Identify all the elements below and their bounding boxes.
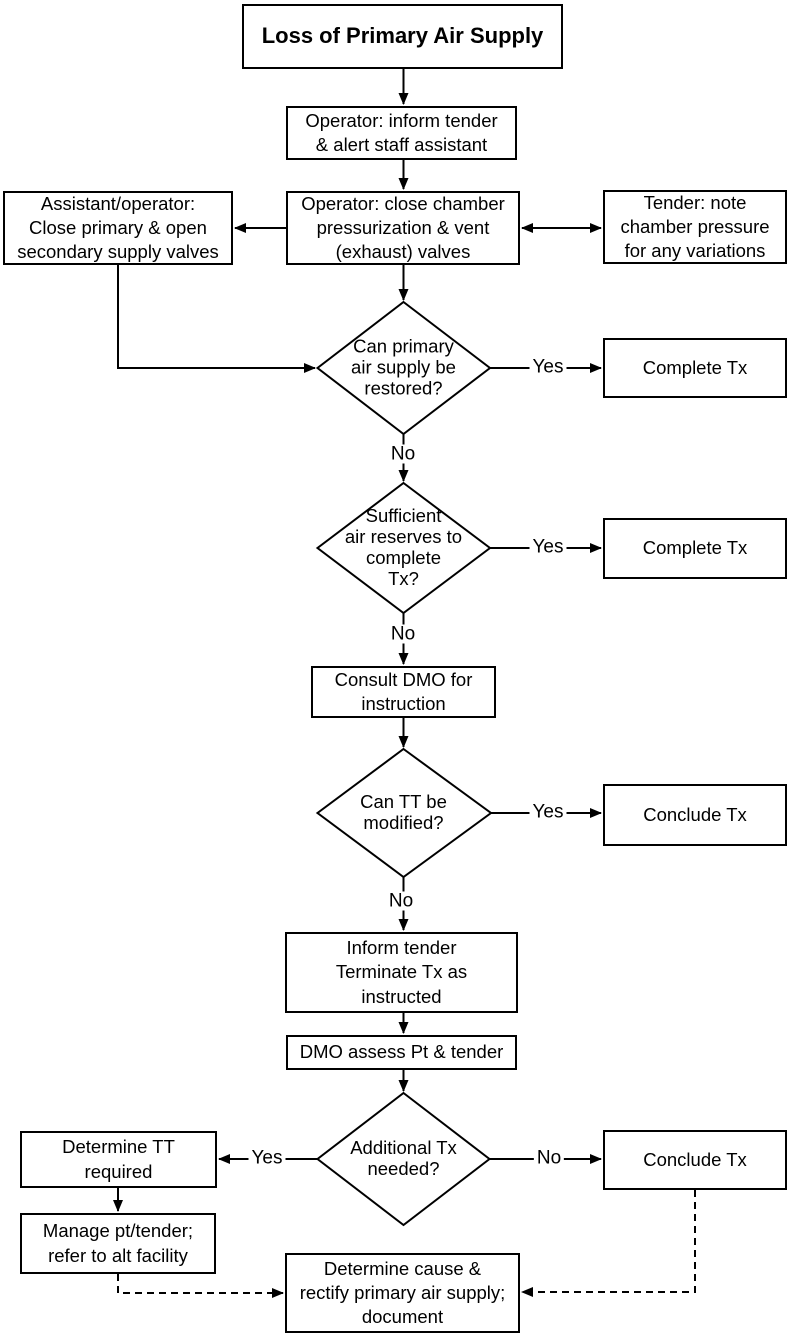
node-manage-pt-label: Manage pt/tender; refer to alt facility [42,1220,194,1266]
node-conclude-tx-1-label: Conclude Tx [643,803,747,825]
node-inform-terminate: Inform tender Terminate Tx as instructed [285,932,518,1013]
node-determine-tt-label: Determine TT required [62,1136,175,1182]
edge-label-d1-yes: Yes [529,357,567,377]
decision-additional-tx-label: Additional Tx needed? [350,1137,457,1179]
node-inform-tender-alert-label: Operator: inform tender & alert staff as… [305,109,498,155]
node-dmo-assess: DMO assess Pt & tender [286,1035,517,1070]
node-conclude-tx-1: Conclude Tx [603,784,787,846]
node-determine-cause: Determine cause & rectify primary air su… [285,1253,520,1333]
node-tender-note-pressure-label: Tender: note chamber pressure for any va… [620,191,770,262]
edge-label-d3-yes: Yes [529,802,567,822]
decision-sufficient-reserves-label: Sufficient air reserves to complete Tx? [344,505,463,589]
node-title-label: Loss of Primary Air Supply [261,23,544,49]
decision-primary-restored-label: Can primary air supply be restored? [351,335,456,399]
node-assistant-valves-label: Assistant/operator: Close primary & open… [17,192,219,263]
edge-manage-to-cause-dashed [117,1274,284,1298]
node-determine-cause-label: Determine cause & rectify primary air su… [299,1257,506,1328]
node-dmo-assess-label: DMO assess Pt & tender [299,1041,504,1063]
node-manage-pt: Manage pt/tender; refer to alt facility [20,1213,216,1274]
edge-conclude2-to-cause-dashed [521,1190,696,1297]
edge-label-d1-no: No [387,444,419,464]
node-close-chamber-valves: Operator: close chamber pressurization &… [286,191,520,265]
node-close-chamber-valves-label: Operator: close chamber pressurization &… [301,192,505,263]
edge-label-d4-no: No [533,1148,565,1168]
edge-assistant-to-d1 [117,265,316,373]
decision-shapes [315,300,493,1227]
node-complete-tx-1: Complete Tx [603,338,787,398]
node-assistant-valves: Assistant/operator: Close primary & open… [3,191,233,265]
node-conclude-tx-2: Conclude Tx [603,1130,787,1190]
node-complete-tx-1-label: Complete Tx [642,356,748,378]
node-complete-tx-2: Complete Tx [603,518,787,579]
edge-label-d2-no: No [387,624,419,644]
edge-label-d3-no: No [385,891,417,911]
node-consult-dmo-label: Consult DMO for instruction [334,668,473,714]
node-determine-tt: Determine TT required [20,1131,217,1188]
node-inform-terminate-label: Inform tender Terminate Tx as instructed [335,937,468,1007]
decision-tt-modified-label: Can TT be modified? [360,791,447,833]
node-title: Loss of Primary Air Supply [242,4,563,69]
node-inform-tender-alert: Operator: inform tender & alert staff as… [286,106,517,160]
connectors [113,69,696,1298]
node-consult-dmo: Consult DMO for instruction [311,666,496,718]
edge-label-d2-yes: Yes [529,537,567,557]
node-conclude-tx-2-label: Conclude Tx [643,1148,747,1170]
decision-additional-tx-shape [315,1091,492,1227]
node-complete-tx-2-label: Complete Tx [642,537,748,559]
node-tender-note-pressure: Tender: note chamber pressure for any va… [603,190,787,264]
edge-label-d4-yes: Yes [248,1148,286,1168]
